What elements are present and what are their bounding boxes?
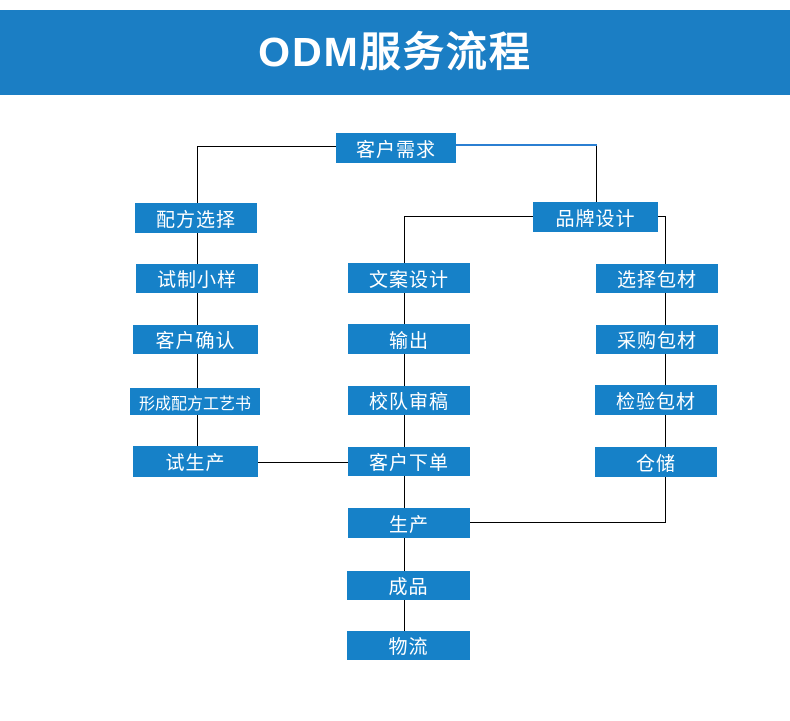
node-brand-design: 品牌设计 bbox=[533, 202, 658, 232]
edge-needs-to-brand-h bbox=[456, 144, 597, 146]
edge-proofread-to-order bbox=[404, 415, 405, 447]
edge-purchase-to-inspect bbox=[665, 354, 666, 385]
edge-warehouse-to-production-v bbox=[665, 477, 666, 523]
node-inspect-packaging: 检验包材 bbox=[595, 385, 717, 415]
header-banner: ODM服务流程 bbox=[0, 10, 790, 95]
node-copy-design: 文案设计 bbox=[348, 263, 470, 293]
node-formula-process-book: 形成配方工艺书 bbox=[130, 388, 260, 415]
edge-warehouse-to-production-h bbox=[470, 522, 666, 523]
edge-needs-to-formula-v bbox=[197, 146, 198, 203]
edge-sample-to-confirm bbox=[197, 293, 198, 325]
page-title: ODM服务流程 bbox=[258, 29, 532, 75]
edge-select-to-purchase bbox=[665, 293, 666, 325]
edge-needs-to-formula-h bbox=[197, 146, 336, 147]
edge-finished-to-logistics bbox=[404, 600, 405, 631]
node-customer-confirm: 客户确认 bbox=[133, 325, 258, 354]
node-proofreading-review: 校队审稿 bbox=[348, 386, 470, 415]
edge-brand-to-copy-v bbox=[404, 216, 405, 263]
node-purchase-packaging: 采购包材 bbox=[596, 325, 718, 354]
edge-brand-to-select-v bbox=[665, 216, 666, 264]
node-finished-product: 成品 bbox=[347, 571, 470, 600]
node-formula-selection: 配方选择 bbox=[135, 203, 257, 233]
edge-trialprod-to-order-h bbox=[258, 462, 348, 463]
edge-needs-to-brand-v bbox=[596, 146, 597, 202]
node-logistics: 物流 bbox=[347, 631, 470, 660]
edge-brand-to-copy-h bbox=[404, 216, 533, 217]
edge-brand-to-select-stub bbox=[658, 216, 666, 217]
edge-formula-to-sample bbox=[197, 233, 198, 264]
edge-production-to-finished bbox=[404, 538, 405, 571]
node-output: 输出 bbox=[348, 324, 470, 354]
node-warehousing: 仓储 bbox=[595, 447, 717, 477]
edge-copy-to-output bbox=[404, 293, 405, 324]
node-trial-sample: 试制小样 bbox=[136, 264, 258, 293]
node-customer-order: 客户下单 bbox=[348, 447, 470, 476]
node-customer-needs: 客户需求 bbox=[336, 133, 456, 163]
edge-confirm-to-book bbox=[197, 354, 198, 388]
edge-order-to-production bbox=[404, 476, 405, 508]
node-trial-production: 试生产 bbox=[133, 446, 258, 477]
node-select-packaging: 选择包材 bbox=[596, 264, 718, 293]
edge-book-to-trialprod bbox=[197, 415, 198, 446]
edge-output-to-proofread bbox=[404, 354, 405, 386]
edge-inspect-to-warehouse bbox=[665, 415, 666, 447]
node-production: 生产 bbox=[348, 508, 470, 538]
